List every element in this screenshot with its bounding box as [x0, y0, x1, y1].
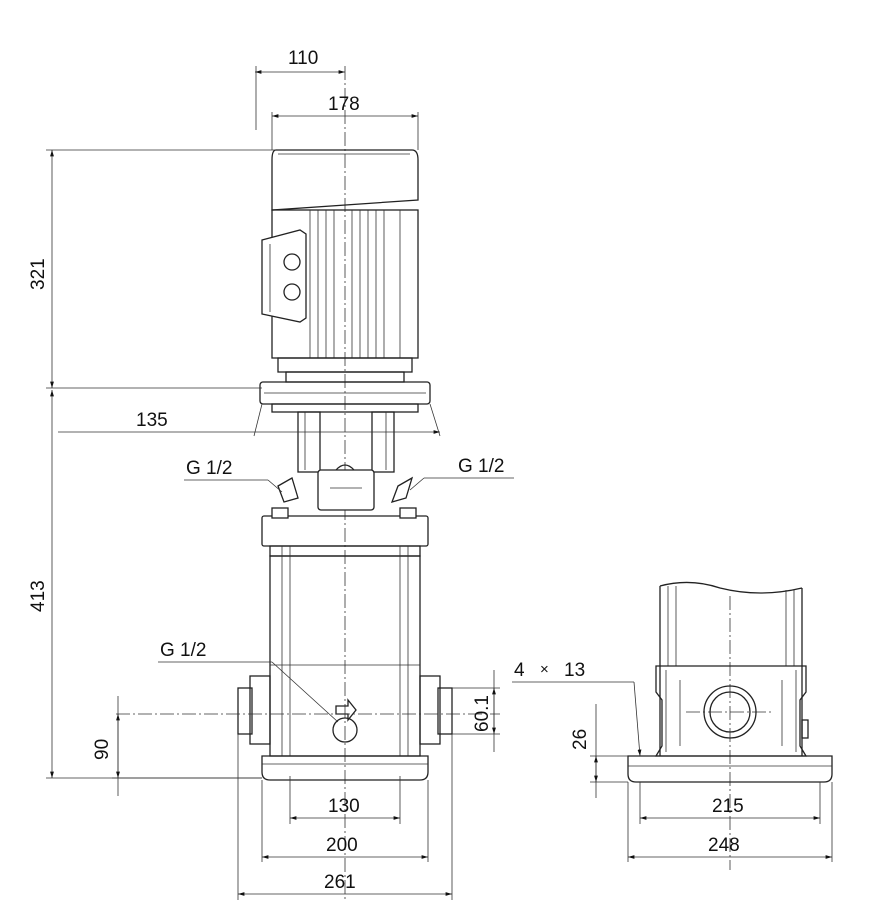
- coupling-guard: [277, 411, 414, 511]
- side-dimensions: 4 × 13 26 215 248: [512, 660, 833, 862]
- dim-90: 90: [92, 739, 113, 760]
- side-view: [627, 581, 833, 870]
- dim-60-1: 60.1: [472, 695, 493, 732]
- dim-215: 215: [712, 796, 744, 817]
- port-circle-icon: [709, 691, 751, 733]
- motor: [261, 149, 419, 383]
- cable-entry-icon: [283, 283, 301, 301]
- front-view: [116, 66, 500, 902]
- holes-times: ×: [540, 661, 549, 678]
- port-circle-icon: [703, 685, 757, 739]
- inlet-port: [237, 675, 271, 745]
- label-g-bottom: G 1/2: [160, 640, 206, 661]
- dim-26: 26: [570, 729, 591, 750]
- dim-248: 248: [708, 835, 740, 856]
- holes-diameter: 13: [564, 660, 585, 681]
- front-dimensions: 110 178 321 135 413 90 60.1: [28, 48, 514, 900]
- motor-fins: [309, 210, 401, 358]
- dim-200: 200: [326, 835, 358, 856]
- holes-count: 4: [514, 660, 525, 681]
- base-plate: [261, 755, 429, 781]
- motor-flange: [259, 381, 431, 413]
- dim-135: 135: [136, 410, 168, 431]
- pump-head: [261, 507, 429, 557]
- outlet-port: [419, 675, 453, 745]
- label-g-right: G 1/2: [458, 456, 504, 477]
- dim-321: 321: [28, 258, 49, 290]
- dim-110: 110: [288, 48, 318, 69]
- dim-130: 130: [328, 796, 360, 817]
- dim-261: 261: [324, 872, 356, 893]
- dim-413: 413: [28, 580, 49, 612]
- cable-entry-icon: [283, 253, 301, 271]
- dim-178: 178: [328, 94, 360, 115]
- flow-arrow-icon: [335, 698, 357, 722]
- drain-plug-icon: [332, 717, 358, 743]
- label-g-left: G 1/2: [186, 458, 232, 479]
